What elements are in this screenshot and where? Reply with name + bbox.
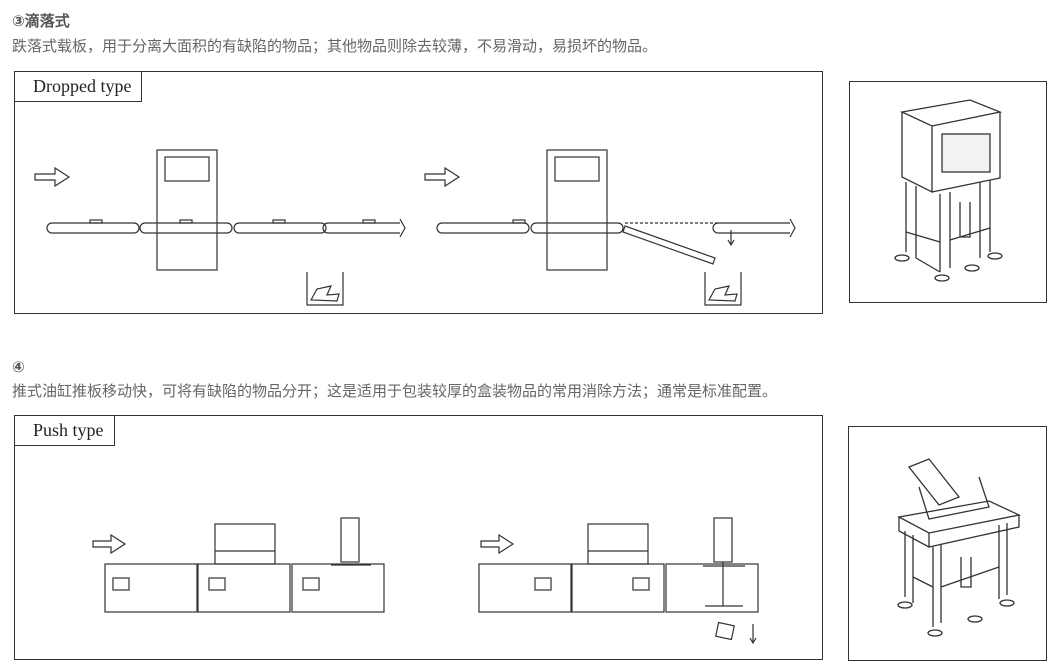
section4-heading: ④	[12, 358, 25, 376]
flow-arrow-icon	[480, 533, 515, 555]
section3-heading: ③滴落式	[12, 12, 70, 30]
push-type-machine-photo	[848, 426, 1047, 661]
dropped-type-machine-photo	[849, 81, 1047, 303]
checkweigher-drop-machine-image	[894, 99, 1003, 282]
flow-arrow-icon	[92, 533, 127, 555]
section3-description: 跌落式载板，用于分离大面积的有缺陷的物品；其他物品则除去较薄，不易滑动，易损坏的…	[12, 37, 658, 55]
section4-description: 推式油缸推板移动快，可将有缺陷的物品分开；这是适用于包装较厚的盒装物品的常用消除…	[12, 382, 778, 400]
push-type-diagram: Push type	[14, 415, 823, 660]
dropped-type-illustration	[34, 149, 796, 306]
dropped-type-diagram: Dropped type	[14, 71, 823, 314]
flow-arrow-icon	[424, 166, 461, 188]
push-type-illustration	[92, 517, 759, 645]
flow-arrow-icon	[34, 166, 71, 188]
push-type-label: Push type	[15, 416, 115, 446]
dropped-type-label: Dropped type	[15, 72, 143, 102]
checkweigher-push-machine-image	[897, 458, 1022, 637]
